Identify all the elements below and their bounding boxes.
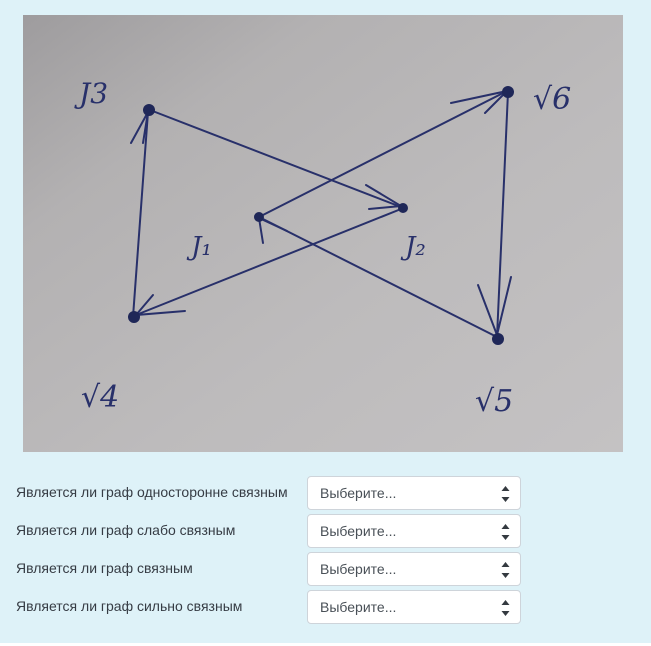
graph-photo: J₁ J₂ J3 √4 √5 √6 (23, 15, 623, 452)
question-label: Является ли граф сильно связным (16, 598, 243, 614)
vertex-label-v1: J₁ (186, 232, 212, 262)
graph-drawing: J₁ J₂ J3 √4 √5 √6 (23, 15, 623, 452)
edge-v5-v1 (258, 216, 498, 338)
edge-v2-v4 (135, 208, 402, 316)
vertex-label-v4: √4 (81, 380, 119, 415)
edge-v1-v6 (258, 90, 508, 218)
edge-v3-v2 (149, 109, 402, 208)
up-down-caret-icon (501, 598, 510, 618)
answer-select[interactable]: Выберите... (307, 514, 521, 548)
up-down-caret-icon (501, 484, 510, 504)
edge-v4-v3 (132, 111, 149, 318)
up-down-caret-icon (501, 522, 510, 542)
question-row: Является ли граф слабо связным Выберите.… (0, 514, 651, 550)
paper-background (23, 15, 623, 452)
question-label: Является ли граф односторонне связным (16, 484, 288, 500)
vertex-v3 (143, 104, 155, 116)
vertex-v1 (254, 212, 264, 222)
select-value: Выберите... (320, 599, 397, 615)
vertex-v5 (492, 333, 504, 345)
question-row: Является ли граф сильно связным Выберите… (0, 590, 651, 626)
answer-select[interactable]: Выберите... (307, 552, 521, 586)
question-label: Является ли граф связным (16, 560, 193, 576)
vertex-v4 (128, 311, 140, 323)
vertex-label-v6: √6 (533, 82, 571, 117)
vertex-label-v3: J3 (74, 77, 108, 110)
question-row: Является ли граф односторонне связным Вы… (0, 476, 651, 512)
vertex-label-v2: J₂ (400, 232, 426, 262)
vertex-label-v5: √5 (475, 384, 513, 419)
select-value: Выберите... (320, 523, 397, 539)
select-value: Выберите... (320, 561, 397, 577)
question-label: Является ли граф слабо связным (16, 522, 236, 538)
answer-select[interactable]: Выберите... (307, 590, 521, 624)
question-row: Является ли граф связным Выберите... (0, 552, 651, 588)
vertex-v6 (502, 86, 514, 98)
select-value: Выберите... (320, 485, 397, 501)
answer-select[interactable]: Выберите... (307, 476, 521, 510)
vertex-v2 (398, 203, 408, 213)
edge-v6-v5 (496, 91, 509, 338)
up-down-caret-icon (501, 560, 510, 580)
